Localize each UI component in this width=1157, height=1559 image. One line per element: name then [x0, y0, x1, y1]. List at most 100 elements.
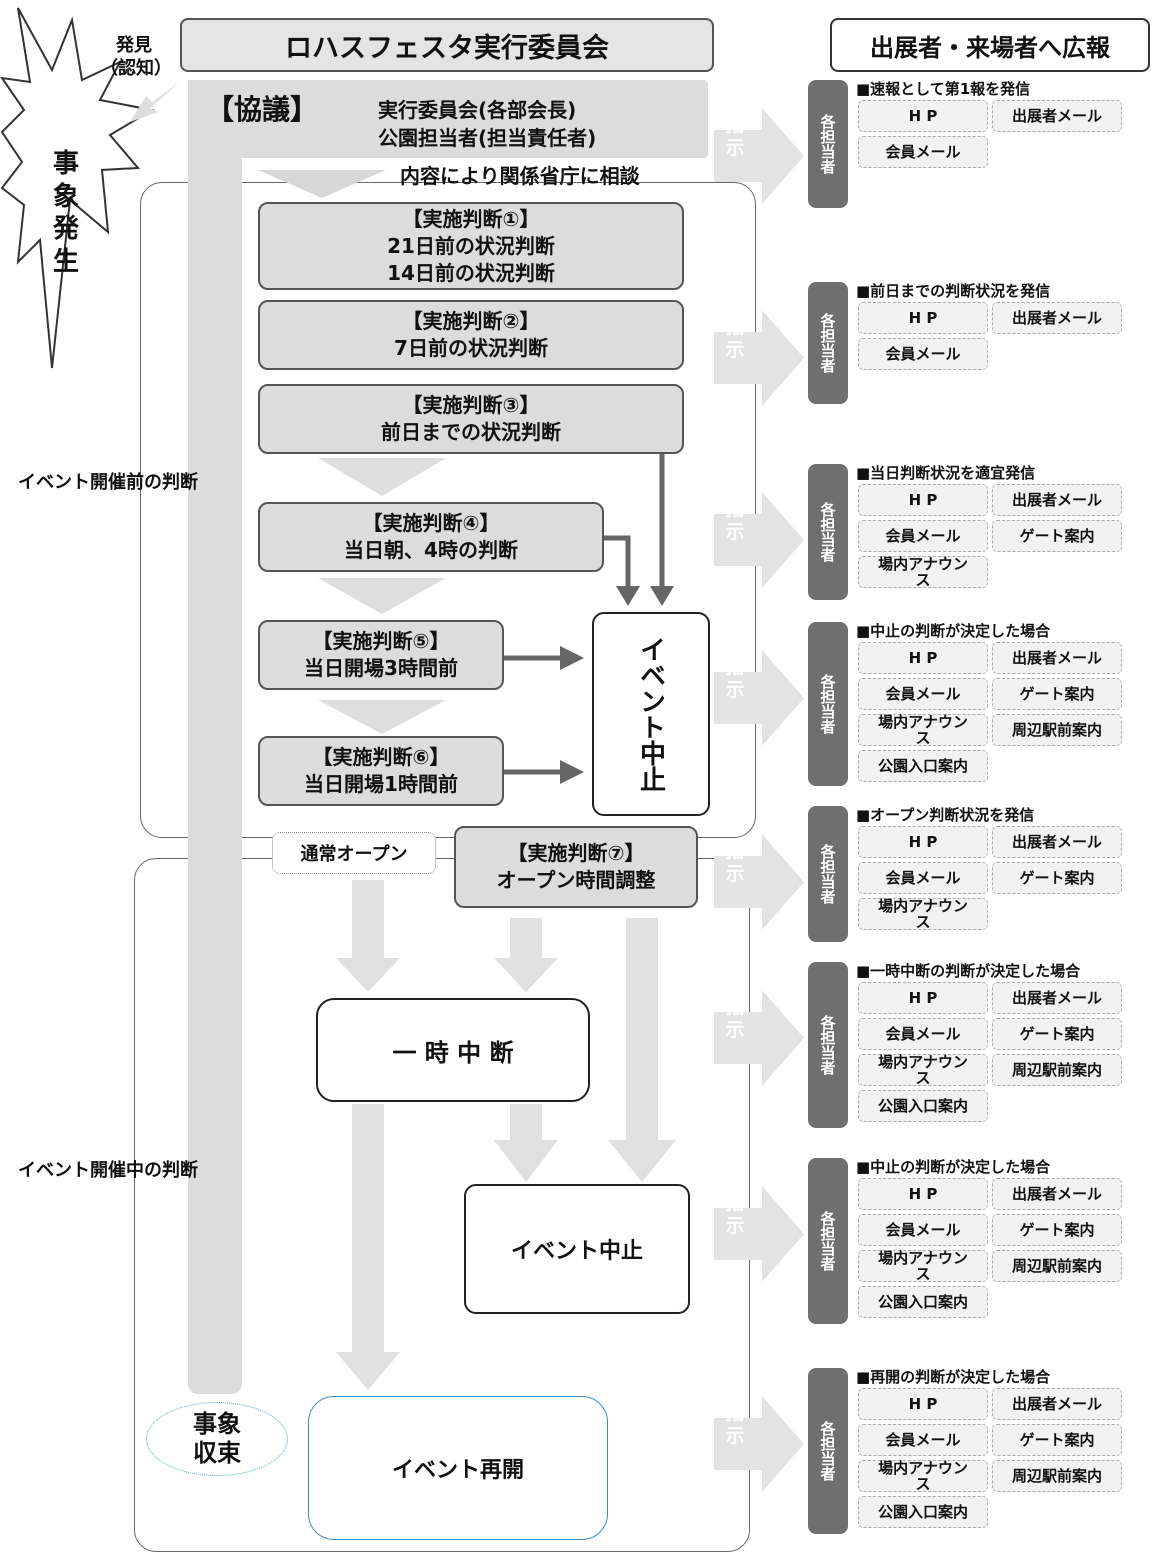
- tantou-badge: 各担当者: [808, 1158, 848, 1324]
- instruction-arrow: 指示: [714, 990, 804, 1086]
- tantou-badge: 各担当者: [808, 80, 848, 208]
- pr-channel-item: 会員メール: [858, 338, 988, 370]
- resume-text: イベント再開: [391, 1458, 524, 1483]
- judgment-3: 【実施判断③】 前日までの状況判断: [258, 384, 684, 454]
- pr-group-title: ■一時中断の判断が決定した場合: [856, 962, 1081, 980]
- tantou-badge: 各担当者: [808, 962, 848, 1128]
- discover-label: 発見（認知）: [100, 35, 172, 80]
- section-before: イベント開催前の判断: [18, 472, 198, 493]
- pr-channel-item: 場内アナウンス: [858, 555, 988, 588]
- instruction-label: 指示: [725, 1402, 745, 1447]
- instruction-label: 指示: [725, 996, 745, 1041]
- pr-channel-item: 場内アナウンス: [858, 1053, 988, 1086]
- pr-channel-item: ゲート案内: [992, 1214, 1122, 1246]
- judgment-5: 【実施判断⑤】 当日開場3時間前: [258, 620, 504, 690]
- cancel-pre-box: イベント中止: [592, 612, 710, 816]
- pr-channel-item: 会員メール: [858, 1214, 988, 1246]
- pr-channel-item: 出展者メール: [992, 642, 1122, 674]
- judgment-6: 【実施判断⑥】 当日開場1時間前: [258, 736, 504, 806]
- judgment-1: 【実施判断①】 21日前の状況判断 14日前の状況判断: [258, 202, 684, 290]
- pr-channel-item: 会員メール: [858, 520, 988, 552]
- pr-group-title: ■再開の判断が決定した場合: [856, 1368, 1051, 1386]
- pr-channel-item: H P: [858, 1388, 988, 1420]
- pr-channel-item: 周辺駅前案内: [992, 1460, 1122, 1492]
- judgment-7: 【実施判断⑦】 オープン時間調整: [454, 826, 698, 908]
- instruction-label: 指示: [725, 114, 745, 159]
- pr-channel-item: 会員メール: [858, 1018, 988, 1050]
- pr-group-title: ■速報として第1報を発信: [856, 80, 1031, 98]
- committee-title-text: ロハスフェスタ実行委員会: [285, 32, 609, 64]
- tantou-badge: 各担当者: [808, 622, 848, 786]
- pr-channel-item: ゲート案内: [992, 862, 1122, 894]
- consult-band: [188, 80, 708, 158]
- pr-channel-item: ゲート案内: [992, 678, 1122, 710]
- pr-channel-item: 周辺駅前案内: [992, 714, 1122, 746]
- pr-channel-item: H P: [858, 826, 988, 858]
- judgment-4-line1: 当日朝、4時の判断: [344, 538, 518, 562]
- tantou-badge: 各担当者: [808, 464, 848, 600]
- pause-text: 一 時 中 断: [392, 1038, 514, 1067]
- discover-arrow: [130, 82, 180, 122]
- pr-channel-item: 会員メール: [858, 1424, 988, 1456]
- judgment-1-line2: 14日前の状況判断: [387, 260, 555, 285]
- instruction-arrow: 指示: [714, 1186, 804, 1282]
- judgment-4-title: 【実施判断④】: [362, 511, 500, 535]
- pr-channel-item: 公園入口案内: [858, 1286, 988, 1318]
- judgment-3-title: 【実施判断③】: [402, 393, 540, 417]
- pr-group-title: ■当日判断状況を適宜発信: [856, 464, 1036, 482]
- judgment-7-line1: オープン時間調整: [496, 868, 656, 892]
- pr-channel-item: 場内アナウンス: [858, 897, 988, 930]
- normal-open-text: 通常オープン: [300, 844, 408, 865]
- instruction-arrow: 指示: [714, 492, 804, 588]
- tantou-badge: 各担当者: [808, 1368, 848, 1534]
- tantou-badge: 各担当者: [808, 806, 848, 942]
- pr-channel-item: H P: [858, 484, 988, 516]
- instruction-label: 指示: [725, 1192, 745, 1237]
- pr-channel-item: ゲート案内: [992, 520, 1122, 552]
- pr-group-title: ■中止の判断が決定した場合: [856, 1158, 1051, 1176]
- pr-channel-item: 場内アナウンス: [858, 713, 988, 746]
- instruction-label: 指示: [725, 498, 745, 543]
- pr-channel-item: H P: [858, 982, 988, 1014]
- resume-box: イベント再開: [308, 1396, 608, 1540]
- pr-channel-item: 出展者メール: [992, 982, 1122, 1014]
- instruction-arrow: 指示: [714, 650, 804, 746]
- pr-channel-item: H P: [858, 100, 988, 132]
- instruction-arrow: 指示: [714, 834, 804, 930]
- pr-channel-item: 出展者メール: [992, 100, 1122, 132]
- judgment-7-title: 【実施判断⑦】: [507, 841, 645, 865]
- pre-event-frame: [140, 182, 756, 838]
- cancel-box: イベント中止: [464, 1184, 690, 1314]
- pr-channel-item: 出展者メール: [992, 826, 1122, 858]
- judgment-2-line1: 7日前の状況判断: [394, 336, 548, 360]
- pr-channel-item: 公園入口案内: [858, 1090, 988, 1122]
- during-event-frame: [134, 858, 750, 1552]
- pr-group-title: ■オープン判断状況を発信: [856, 806, 1035, 824]
- instruction-arrow: 指示: [714, 310, 804, 406]
- pr-channel-item: ゲート案内: [992, 1018, 1122, 1050]
- consult-line1: 実行委員会(各部会長): [378, 98, 577, 122]
- pause-box: 一 時 中 断: [316, 998, 590, 1102]
- judgment-5-line1: 当日開場3時間前: [304, 656, 458, 680]
- instruction-label: 指示: [725, 840, 745, 885]
- normal-open-box: 通常オープン: [272, 832, 436, 874]
- consult-line2: 公園担当者(担当責任者): [378, 126, 597, 150]
- instruction-label: 指示: [725, 316, 745, 361]
- converge-box: 事象 収束: [146, 1402, 288, 1476]
- cancel-pre-text: イベント中止: [635, 636, 666, 792]
- pr-title: 出展者・来場者へ広報: [830, 18, 1150, 72]
- pr-channel-item: H P: [858, 642, 988, 674]
- tantou-badge: 各担当者: [808, 282, 848, 404]
- pr-channel-item: 出展者メール: [992, 1388, 1122, 1420]
- pr-group-title: ■前日までの判断状況を発信: [856, 282, 1051, 300]
- judgment-1-line1: 21日前の状況判断: [387, 233, 555, 258]
- cancel-text: イベント中止: [510, 1239, 643, 1264]
- converge-text: 事象 収束: [193, 1410, 241, 1467]
- consult-title: 【協議】: [206, 93, 319, 126]
- judgment-6-title: 【実施判断⑥】: [312, 745, 450, 769]
- consult-note: 内容により関係省庁に相談: [400, 164, 640, 188]
- pr-channel-item: 周辺駅前案内: [992, 1054, 1122, 1086]
- judgment-2-title: 【実施判断②】: [402, 309, 540, 333]
- pr-channel-item: 周辺駅前案内: [992, 1250, 1122, 1282]
- judgment-1-title: 【実施判断①】: [402, 206, 540, 231]
